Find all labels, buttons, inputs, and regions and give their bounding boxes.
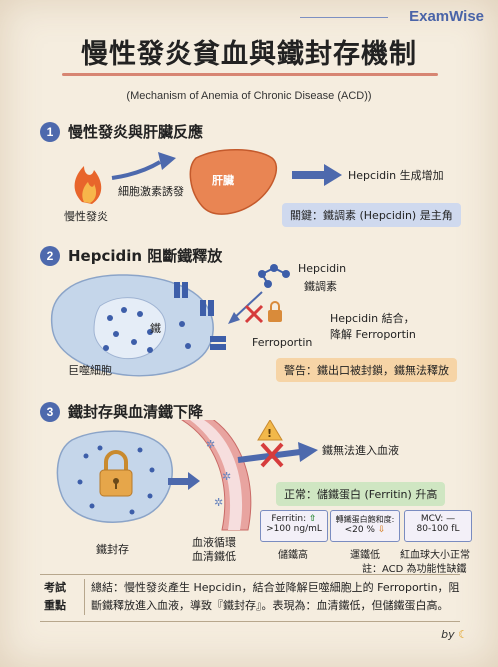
- liver-label: 肝臟: [212, 174, 234, 187]
- hepcidin-cn-label: 鐵調素: [304, 280, 337, 293]
- lock-small-icon: [268, 301, 282, 322]
- hepcidin-label: Hepcidin: [298, 262, 347, 275]
- exam-summary: 總結：慢性發炎產生 Hepcidin，結合並降解巨噬細胞上的 Ferroport…: [84, 579, 463, 615]
- macrophage-label: 巨噬細胞: [68, 364, 112, 377]
- cannot-enter-label: 鐵無法進入血液: [322, 444, 399, 457]
- cytokine-label: 細胞激素誘發: [118, 185, 184, 198]
- section-3-title: 鐵封存與血清鐵下降: [68, 403, 204, 421]
- warning-badge: 警告：鐵出口被封鎖，鐵無法釋放: [276, 358, 457, 382]
- lab-mcv-name: MCV: —: [420, 514, 456, 524]
- lab-transferrin-caption: 運鐵低: [350, 550, 380, 561]
- section-3-diagram: ✲ ✲ ✲ !: [56, 420, 318, 531]
- svg-text:!: !: [267, 427, 272, 440]
- binding-label-1: Hepcidin 結合，: [330, 312, 415, 325]
- exam-key-line-1: 考試: [44, 581, 66, 594]
- title-underline: [62, 73, 438, 76]
- ferroportin-label: Ferroportin: [252, 336, 313, 349]
- svg-text:✲: ✲: [206, 438, 215, 451]
- exam-key-line-2: 重點: [44, 599, 66, 612]
- sequestration-label: 鐵封存: [96, 543, 129, 556]
- section-3-number: 3: [40, 401, 60, 422]
- section-1-header: 1 慢性發炎與肝臟反應: [40, 121, 203, 142]
- iron-label: 鐵: [150, 322, 161, 335]
- brand-rule: [300, 17, 388, 18]
- brand-logo: ExamWise: [409, 8, 484, 25]
- flame-icon: [74, 166, 102, 204]
- lab-mcv: MCV: — 80-100 fL: [404, 510, 472, 542]
- arrow-to-liver-icon: [111, 152, 176, 180]
- banana-icon: ☾: [458, 628, 468, 641]
- page-title: 慢性發炎貧血與鐵封存機制: [81, 39, 417, 70]
- warning-triangle-icon: !: [257, 420, 283, 441]
- lab-ferritin: Ferritin: ⇧ >100 ng/mL: [260, 510, 328, 542]
- exam-key-box: 考試 重點 總結：慢性發炎產生 Hepcidin，結合並降解巨噬細胞上的 Fer…: [40, 574, 460, 622]
- page-subtitle: (Mechanism of Anemia of Chronic Disease …: [126, 90, 372, 102]
- inflammation-label: 慢性發炎: [64, 210, 108, 223]
- lab-ferritin-caption: 儲鐵高: [278, 550, 308, 561]
- section-2-diagram: [50, 264, 290, 377]
- hepcidin-molecule-icon: [258, 264, 290, 288]
- blood-vessel-icon: ✲ ✲ ✲: [181, 420, 252, 531]
- hepcidin-increase-label: Hepcidin 生成增加: [348, 169, 444, 182]
- binding-label-2: 降解 Ferroportin: [330, 328, 416, 341]
- blood-circulation-label: 血液循環: [192, 536, 236, 549]
- key-note-badge: 關鍵：鐵調素 (Hepcidin) 是主角: [282, 203, 461, 227]
- section-2-title: Hepcidin 阻斷鐵釋放: [68, 247, 223, 265]
- section-3-header: 3 鐵封存與血清鐵下降: [40, 401, 203, 422]
- liver-icon: [189, 149, 277, 215]
- low-serum-iron-label: 血清鐵低: [192, 550, 236, 563]
- down-arrow-icon: ⇩: [377, 525, 386, 535]
- lab-mcv-value: 80-100 fL: [416, 524, 460, 534]
- section-2-number: 2: [40, 245, 60, 266]
- lab-transferrin-value: <20 %: [344, 525, 375, 535]
- section-1-title: 慢性發炎與肝臟反應: [68, 123, 204, 141]
- arrow-to-blood-icon: [168, 472, 200, 490]
- up-arrow-icon: ⇧: [309, 514, 317, 524]
- svg-text:✲: ✲: [214, 496, 223, 509]
- signature: by ☾: [441, 628, 468, 641]
- section-1-number: 1: [40, 121, 60, 142]
- lab-ferritin-value: >100 ng/mL: [266, 524, 322, 534]
- lab-transferrin: 轉鐵蛋白飽和度: <20 % ⇩: [330, 510, 400, 542]
- exam-key-label: 考試 重點: [44, 579, 76, 615]
- signature-text: by: [441, 628, 455, 641]
- block-x-icon: [244, 304, 264, 324]
- hepcidin-bind-arrow-icon: [228, 291, 263, 324]
- lab-mcv-caption: 紅血球大小正常: [400, 550, 470, 561]
- svg-text:✲: ✲: [222, 470, 231, 483]
- iron-particles: [103, 307, 191, 353]
- lab-transferrin-name: 轉鐵蛋白飽和度:: [335, 515, 395, 524]
- padlock-icon: [99, 450, 133, 497]
- ferroportin-channel-icon: [174, 282, 226, 350]
- section-2-header: 2 Hepcidin 阻斷鐵釋放: [40, 245, 222, 266]
- normal-note-badge: 正常：儲鐵蛋白 (Ferritin) 升高: [276, 482, 446, 506]
- macrophage-icon: [50, 274, 214, 377]
- footnote: 註：ACD 為功能性缺鐵: [362, 564, 467, 575]
- lab-ferritin-name: Ferritin:: [271, 514, 307, 524]
- blocked-arrow-icon: [237, 442, 318, 468]
- section-1-diagram: [74, 149, 342, 215]
- arrow-to-hepcidin-icon: [292, 164, 342, 186]
